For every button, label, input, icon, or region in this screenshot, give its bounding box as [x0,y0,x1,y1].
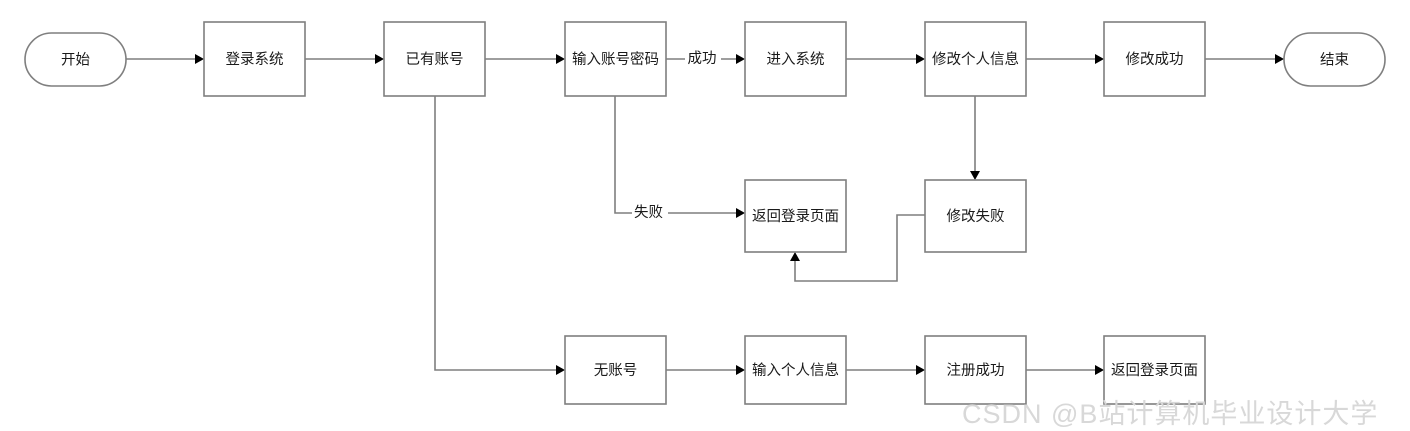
edge-line [614,96,739,214]
node-edit_info[interactable]: 修改个人信息 [924,21,1027,97]
edge-input_info-to-reg_ok [846,365,925,375]
node-label: 已有账号 [406,51,464,68]
arrowhead-icon [736,54,745,64]
edge-start-to-login_sys [126,54,204,64]
node-label: 结束 [1320,51,1349,68]
process-shape[interactable] [203,21,306,97]
node-label: 返回登录页面 [752,208,839,225]
node-has_account[interactable]: 已有账号 [383,21,486,97]
edge-login_sys-to-has_account [305,54,384,64]
node-start[interactable]: 开始 [24,32,127,87]
node-edit_ok[interactable]: 修改成功 [1103,21,1206,97]
process-shape[interactable] [744,335,847,405]
node-no_account[interactable]: 无账号 [564,335,667,405]
node-label: 开始 [61,51,90,68]
terminator-shape[interactable] [24,32,127,87]
process-shape[interactable] [564,335,667,405]
arrowhead-icon [556,365,565,375]
node-reg_ok[interactable]: 注册成功 [924,335,1027,405]
node-label: 修改个人信息 [932,51,1019,68]
node-label: 注册成功 [947,362,1005,379]
edge-enter_sys-to-edit_info [846,54,925,64]
node-label: 返回登录页面 [1111,362,1198,379]
edge-reg_ok-to-back_login_2 [1026,365,1104,375]
process-shape[interactable] [924,335,1027,405]
process-shape[interactable] [924,179,1027,253]
node-label: 无账号 [594,362,638,379]
node-label: 输入账号密码 [572,51,659,68]
node-label: 登录系统 [226,51,284,68]
arrowhead-icon [556,54,565,64]
process-shape[interactable] [383,21,486,97]
arrowhead-icon [1095,54,1104,64]
edge-label: 成功 [688,50,717,67]
node-label: 进入系统 [767,51,825,68]
node-edit_fail[interactable]: 修改失败 [924,179,1027,253]
arrowhead-icon [916,54,925,64]
node-end[interactable]: 结束 [1283,32,1386,87]
arrowhead-icon [970,171,980,180]
node-label: 输入个人信息 [752,362,839,379]
node-login_sys[interactable]: 登录系统 [203,21,306,97]
node-back_login_1[interactable]: 返回登录页面 [744,179,847,253]
process-shape[interactable] [564,21,667,97]
edge-has_account-to-input_pwd [485,54,565,64]
edge-line [794,214,925,282]
arrowhead-icon [375,54,384,64]
edge-edit_ok-to-end [1205,54,1284,64]
arrowhead-icon [1095,365,1104,375]
node-label: 修改失败 [947,208,1005,225]
edge-has_account-to-no_account [434,96,565,375]
terminator-shape[interactable] [1283,32,1386,87]
node-label: 修改成功 [1126,51,1184,68]
edge-label-backdrop [685,49,721,69]
process-shape[interactable] [1103,335,1206,405]
node-back_login_2[interactable]: 返回登录页面 [1103,335,1206,405]
edge-edit_info-to-edit_ok [1026,54,1104,64]
arrowhead-icon [736,208,745,218]
node-enter_sys[interactable]: 进入系统 [744,21,847,97]
arrowhead-icon [1275,54,1284,64]
edge-label-backdrop [632,203,668,223]
edge-edit_fail-to-back_login_1 [790,214,925,282]
arrowhead-icon [916,365,925,375]
process-shape[interactable] [1103,21,1206,97]
edge-line [434,96,559,371]
arrowhead-icon [195,54,204,64]
edge-no_account-to-input_info [666,365,745,375]
edge-input_pwd-to-enter_sys: 成功 [666,49,745,69]
process-shape[interactable] [744,21,847,97]
edge-input_pwd-to-back_login_1: 失败 [614,96,745,223]
edge-edit_info-to-edit_fail [970,96,980,180]
edge-label: 失败 [634,204,663,221]
node-input_pwd[interactable]: 输入账号密码 [564,21,667,97]
arrowhead-icon [790,252,800,261]
process-shape[interactable] [744,179,847,253]
node-input_info[interactable]: 输入个人信息 [744,335,847,405]
process-shape[interactable] [924,21,1027,97]
arrowhead-icon [736,365,745,375]
